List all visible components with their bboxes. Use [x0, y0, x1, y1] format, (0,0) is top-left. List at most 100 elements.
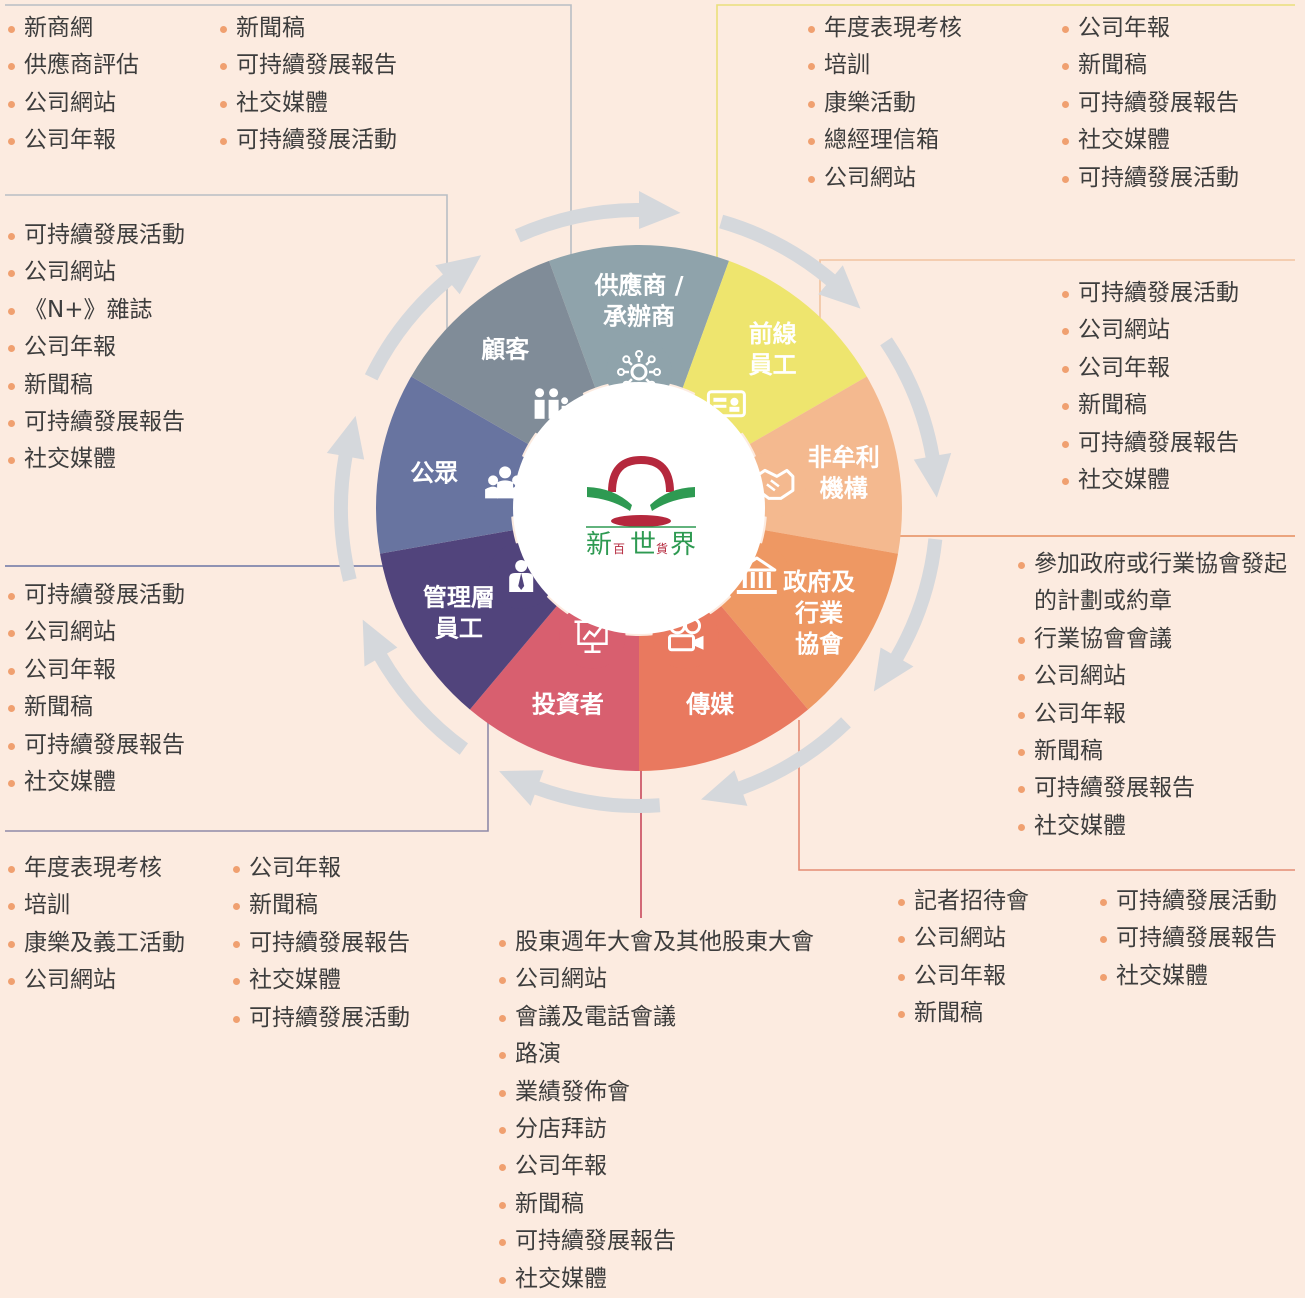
management-channels-list-1: 年度表現考核培訓康樂及義工活動公司網站 [6, 850, 185, 1000]
list-item: 社交媒體 [1016, 808, 1288, 845]
segment-label: 政府及 [783, 568, 855, 596]
suppliers-channels-list-2: 新聞稿可持續發展報告社交媒體可持續發展活動 [218, 10, 397, 160]
cycle-arrow [499, 770, 661, 814]
segment-label: 協會 [795, 630, 844, 658]
list-item: 公司年報 [6, 652, 185, 689]
government-channels-list: 參加政府或行業協會發起的計劃或約章行業協會會議公司網站公司年報新聞稿可持續發展報… [1016, 546, 1288, 845]
frontline-channels-list-1: 年度表現考核培訓康樂活動總經理信箱公司網站 [806, 10, 962, 197]
media-channels-list-2: 可持續發展活動可持續發展報告社交媒體 [1098, 883, 1277, 995]
list-item: 公司網站 [6, 614, 185, 651]
list-item: 可持續發展活動 [1060, 160, 1239, 197]
customers-channels-list: 可持續發展活動公司網站《N+》雜誌公司年報新聞稿可持續發展報告社交媒體 [6, 217, 185, 479]
list-item: 可持續發展活動 [1060, 275, 1239, 312]
cycle-arrow [880, 337, 952, 498]
list-item: 可持續發展報告 [497, 1223, 814, 1260]
segment-label: 員工 [434, 615, 483, 643]
logo-char: 世 [630, 530, 656, 560]
list-item: 股東週年大會及其他股東大會 [497, 924, 814, 961]
ngo-channels-list: 可持續發展活動公司網站公司年報新聞稿可持續發展報告社交媒體 [1060, 275, 1239, 499]
investors-channels-list: 股東週年大會及其他股東大會公司網站會議及電話會議路演業績發佈會分店拜訪公司年報新… [497, 924, 814, 1298]
list-item: 新聞稿 [497, 1186, 814, 1223]
segment-label: 供應商 / [593, 272, 683, 300]
list-item: 社交媒體 [497, 1261, 814, 1298]
logo-char: 新 [586, 530, 612, 560]
suppliers-channels-list-1: 新商網供應商評估公司網站公司年報 [6, 10, 139, 160]
center-hub: 新百世貨界 [513, 382, 765, 634]
list-item: 公司年報 [231, 850, 410, 887]
list-item: 可持續發展報告 [231, 925, 410, 962]
list-item: 公司年報 [6, 122, 139, 159]
list-item: 公司年報 [896, 958, 1029, 995]
list-item: 康樂及義工活動 [6, 925, 185, 962]
list-item: 可持續發展報告 [6, 404, 185, 441]
list-item: 公司年報 [497, 1148, 814, 1185]
list-item: 參加政府或行業協會發起的計劃或約章 [1016, 546, 1288, 621]
list-item: 公司網站 [1016, 658, 1288, 695]
segment-label: 前線 [749, 320, 797, 348]
list-item: 新聞稿 [1060, 47, 1239, 84]
list-item: 公司年報 [6, 329, 185, 366]
list-item: 新聞稿 [6, 367, 185, 404]
list-item: 社交媒體 [1098, 958, 1277, 995]
connector-frontline [716, 4, 1295, 265]
cycle-arrow [873, 538, 943, 692]
logo-char: 界 [670, 530, 696, 560]
list-item: 公司網站 [6, 85, 139, 122]
logo-char: 貨 [656, 541, 668, 556]
cycle-arrow [514, 191, 681, 243]
list-item: 培訓 [6, 887, 185, 924]
list-item: 可持續發展報告 [1098, 920, 1277, 957]
list-item: 公司年報 [1016, 696, 1288, 733]
list-item: 年度表現考核 [806, 10, 962, 47]
list-item: 社交媒體 [1060, 462, 1239, 499]
list-item: 公司網站 [497, 961, 814, 998]
cycle-arrow-ring [326, 191, 952, 814]
logo-char: 百 [613, 542, 625, 556]
connector-media [798, 720, 1295, 871]
segment-label: 傳媒 [685, 691, 735, 719]
segment-label: 管理層 [423, 584, 495, 612]
company-logo: 新百世貨界 [586, 455, 696, 560]
list-item: 新聞稿 [231, 887, 410, 924]
list-item: 可持續發展活動 [218, 122, 397, 159]
segment-label: 非牟利 [808, 443, 880, 471]
cycle-arrow [701, 717, 851, 806]
list-item: 記者招待會 [896, 883, 1029, 920]
list-item: 公司年報 [1060, 10, 1239, 47]
list-item: 供應商評估 [6, 47, 139, 84]
list-item: 新聞稿 [218, 10, 397, 47]
cycle-arrow [719, 214, 861, 309]
list-item: 社交媒體 [6, 764, 185, 801]
list-item: 公司網站 [1060, 312, 1239, 349]
list-item: 可持續發展活動 [1098, 883, 1277, 920]
list-item: 社交媒體 [1060, 122, 1239, 159]
cycle-arrow [362, 619, 468, 755]
management-channels-list-2: 公司年報新聞稿可持續發展報告社交媒體可持續發展活動 [231, 850, 410, 1037]
list-item: 可持續發展活動 [6, 217, 185, 254]
list-item: 業績發佈會 [497, 1074, 814, 1111]
segment-suppliers [549, 245, 729, 388]
list-item: 公司網站 [6, 254, 185, 291]
list-item: 社交媒體 [218, 85, 397, 122]
frontline-channels-list-2: 公司年報新聞稿可持續發展報告社交媒體可持續發展活動 [1060, 10, 1239, 197]
list-item: 新聞稿 [896, 995, 1029, 1032]
manager-icon [509, 560, 534, 592]
list-item: 公司網站 [6, 962, 185, 999]
list-item: 可持續發展報告 [218, 47, 397, 84]
segment-label: 員工 [748, 351, 797, 379]
list-item: 新聞稿 [1060, 387, 1239, 424]
media-channels-list-1: 記者招待會公司網站公司年報新聞稿 [896, 883, 1029, 1033]
list-item: 新商網 [6, 10, 139, 47]
segment-label: 投資者 [532, 691, 604, 719]
public-channels-list: 可持續發展活動公司網站公司年報新聞稿可持續發展報告社交媒體 [6, 577, 185, 801]
segment-label: 行業 [794, 599, 843, 627]
list-item: 可持續發展報告 [1060, 425, 1239, 462]
segment-label: 顧客 [481, 336, 530, 364]
list-item: 路演 [497, 1036, 814, 1073]
list-item: 總經理信箱 [806, 122, 962, 159]
list-item: 年度表現考核 [6, 850, 185, 887]
segment-label: 承辦商 [603, 303, 675, 331]
list-item: 可持續發展活動 [231, 1000, 410, 1037]
list-item: 分店拜訪 [497, 1111, 814, 1148]
